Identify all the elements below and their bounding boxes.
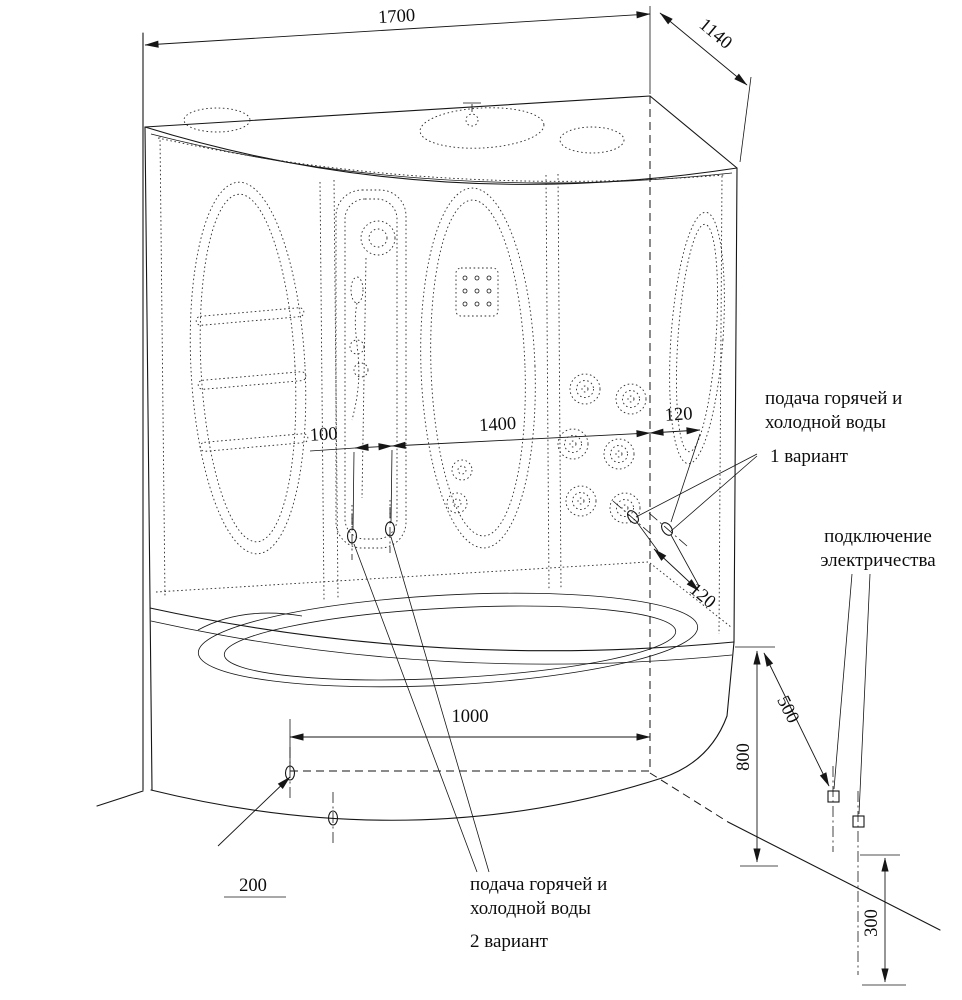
hydromassage-jets [557, 373, 647, 524]
dim-top-width: 1700 [378, 6, 416, 28]
slide-bar [361, 257, 367, 499]
roof-detail-left [183, 107, 251, 133]
water1-label-line2: холодной воды [765, 412, 886, 433]
dimensions: 1700 1140 100 1400 120 120 1000 200 800 … [144, 6, 906, 986]
annotations: подача горячей и холодной воды 1 вариант… [353, 388, 936, 952]
walls [96, 32, 941, 931]
dim-jets-offset: 100 [309, 424, 338, 446]
floor-connections [284, 747, 339, 846]
floor-supply-point [327, 810, 339, 826]
shelf-bottom [199, 433, 309, 452]
cabin-outline [144, 95, 738, 791]
shelf-top [195, 307, 305, 326]
water2-label-line2: холодной воды [470, 898, 591, 919]
dim-electric-height: 300 [862, 909, 882, 937]
water2-variant-label: 2 вариант [470, 931, 549, 952]
label-electricity: подключение электричества [820, 526, 936, 815]
dim-floor-offset: 200 [239, 876, 267, 896]
electric-outlet-2 [852, 815, 865, 828]
water-point-hot-1 [626, 510, 640, 524]
dim-top-depth: 1140 [695, 15, 736, 54]
dim-connection-height: 800 [734, 743, 754, 771]
diverter-knob [353, 362, 369, 378]
shower-head-icon [360, 220, 396, 256]
water-connection-option1 [612, 500, 688, 547]
hidden-edges [290, 96, 729, 823]
shelf-middle [197, 371, 307, 390]
shower-column [335, 189, 407, 549]
control-panel [455, 267, 499, 317]
cabin-fixtures [155, 102, 732, 635]
dim-electric-wall-offset: 500 [772, 693, 802, 727]
dim-wall-span: 1400 [479, 414, 517, 436]
front-glass-panel [420, 187, 536, 549]
control-panel-buttons [462, 275, 492, 307]
dim-side-offset: 120 [685, 580, 719, 613]
mixer-knob [349, 339, 365, 355]
hand-shower-icon [350, 276, 364, 304]
water-connection-option2 [346, 507, 396, 560]
dim-corner-offset: 120 [664, 404, 693, 426]
water1-variant-label: 1 вариант [770, 446, 849, 467]
water1-label-line1: подача горячей и [765, 388, 902, 409]
roof-vent-small [559, 126, 625, 154]
left-wall-panel [189, 181, 307, 555]
dim-floor-span: 1000 [452, 707, 489, 727]
label-water-option1: подача горячей и холодной воды 1 вариант [635, 388, 902, 532]
water2-label-line1: подача горячей и [470, 874, 607, 895]
right-wall-panel [669, 211, 725, 465]
roof-vent-large [419, 107, 545, 149]
electric-outlet-1 [827, 790, 840, 803]
water-point-cold-1 [660, 522, 674, 536]
electricity-label-line2: электричества [820, 550, 936, 571]
label-water-option2: подача горячей и холодной воды 2 вариант [353, 536, 607, 952]
bathtub [149, 592, 735, 821]
roof-faucet-icon [465, 113, 479, 127]
electricity-label-line1: подключение [824, 526, 932, 547]
electrical-connections [827, 766, 865, 975]
